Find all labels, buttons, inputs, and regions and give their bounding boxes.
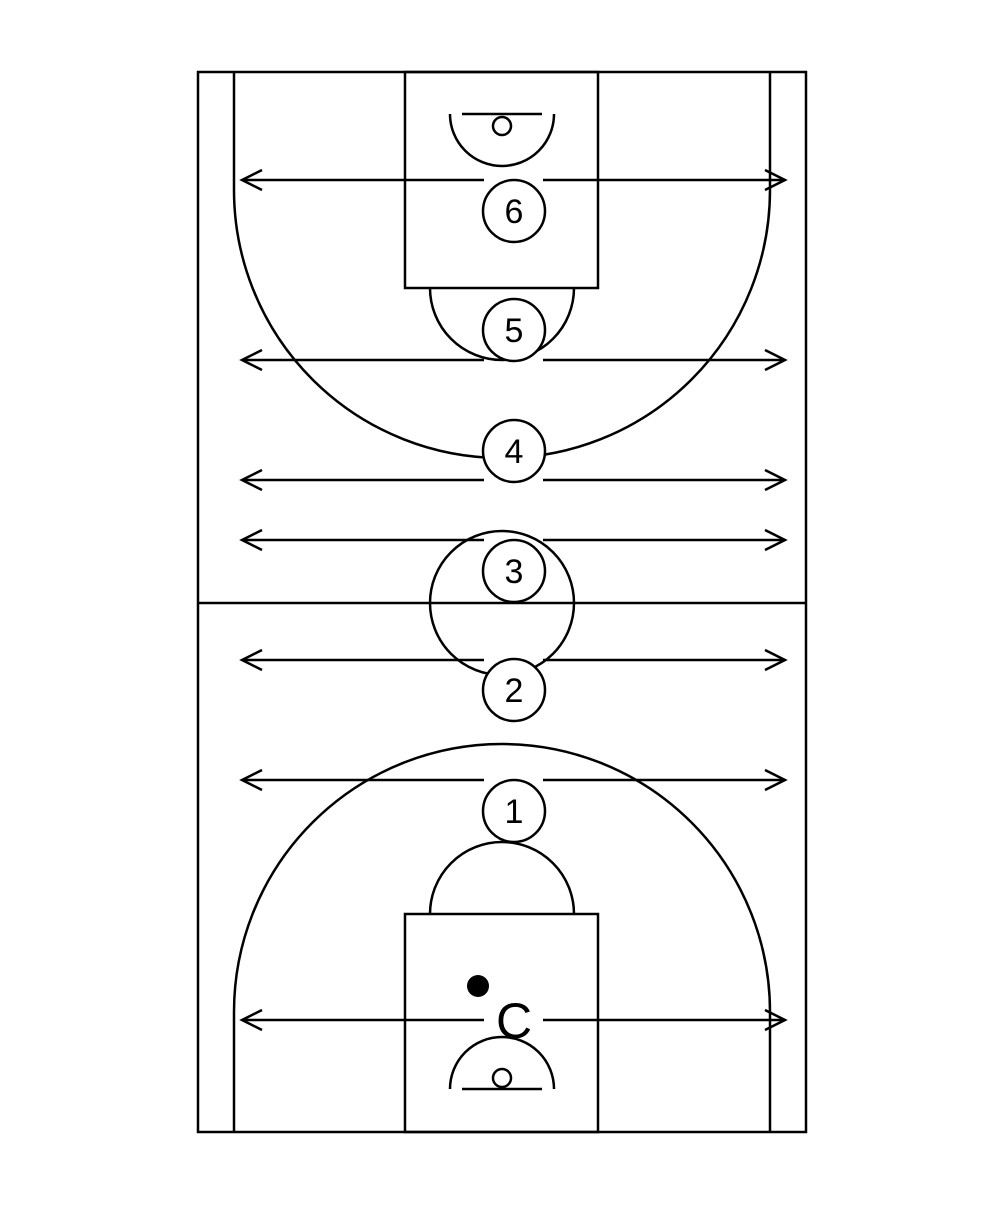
arrowhead-right-icon bbox=[764, 768, 788, 792]
station-marker: 6 bbox=[481, 178, 547, 244]
arrowhead-left-icon bbox=[239, 528, 263, 552]
arrowhead-left-icon bbox=[239, 468, 263, 492]
station-label: 2 bbox=[505, 672, 524, 710]
station-label: 3 bbox=[505, 553, 524, 591]
bottom-restricted-arc bbox=[448, 1035, 556, 1090]
station-marker: 5 bbox=[481, 297, 547, 363]
arrowhead-left-icon bbox=[239, 348, 263, 372]
player-label: C bbox=[496, 993, 532, 1049]
arrowhead-right-icon bbox=[764, 348, 788, 372]
top-restricted-arc bbox=[448, 113, 556, 168]
sprint-arrow bbox=[239, 168, 788, 192]
bottom-key bbox=[403, 912, 600, 1134]
top-basket bbox=[491, 115, 513, 137]
station-marker: 1 bbox=[481, 778, 547, 844]
arrowhead-right-icon bbox=[764, 1008, 788, 1032]
arrowhead-left-icon bbox=[239, 1008, 263, 1032]
sprint-arrow bbox=[239, 348, 788, 372]
station-label: 6 bbox=[505, 193, 524, 231]
station-marker: 2 bbox=[481, 657, 547, 723]
arrowhead-left-icon bbox=[239, 768, 263, 792]
bottom-basket bbox=[491, 1067, 513, 1089]
arrowhead-right-icon bbox=[764, 168, 788, 192]
arrowhead-left-icon bbox=[239, 648, 263, 672]
bottom-free-throw-arc bbox=[428, 840, 576, 915]
station-marker: 3 bbox=[481, 538, 547, 604]
arrowhead-right-icon bbox=[764, 468, 788, 492]
station-label: 4 bbox=[505, 433, 524, 471]
sprint-arrow bbox=[239, 528, 788, 552]
top-three-point-line bbox=[232, 72, 772, 460]
arrowhead-left-icon bbox=[239, 168, 263, 192]
sprint-arrow bbox=[239, 468, 788, 492]
sprint-arrow bbox=[239, 768, 788, 792]
ball-icon bbox=[467, 975, 489, 997]
top-free-throw-arc bbox=[428, 287, 576, 362]
bottom-three-point-line bbox=[232, 742, 772, 1132]
station-marker: 4 bbox=[481, 418, 547, 484]
station-label: 5 bbox=[505, 312, 524, 350]
sprint-arrow bbox=[239, 1008, 788, 1032]
arrowhead-right-icon bbox=[764, 528, 788, 552]
sprint-arrow bbox=[239, 648, 788, 672]
station-label: 1 bbox=[505, 793, 524, 831]
arrowhead-right-icon bbox=[764, 648, 788, 672]
